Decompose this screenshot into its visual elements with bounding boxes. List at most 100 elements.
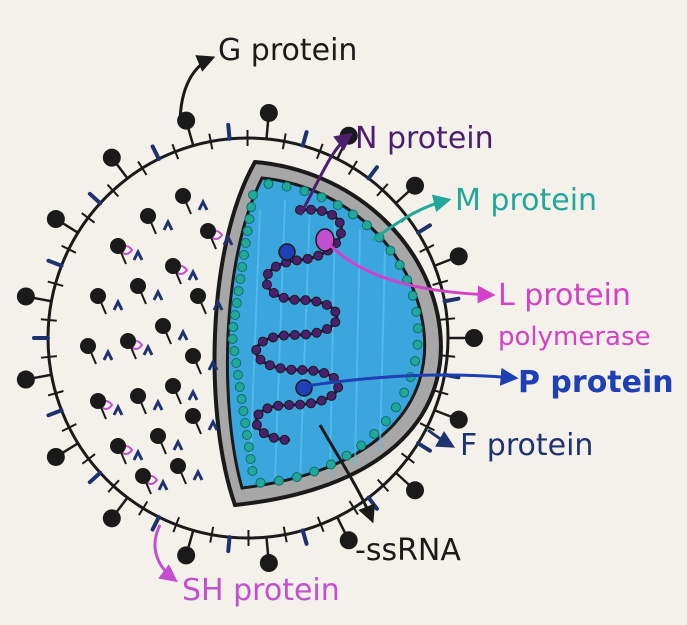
n-protein-bead: [307, 399, 316, 408]
m-protein-dot: [231, 311, 240, 320]
n-protein-bead: [298, 366, 307, 375]
m-protein-dot: [243, 431, 252, 440]
sh-protein-label: SH protein: [182, 573, 340, 608]
g-protein-label: G protein: [218, 33, 357, 68]
g-protein-head: [450, 411, 468, 429]
g-protein-stalk: [188, 530, 193, 547]
m-protein-dot: [282, 182, 291, 191]
f-protein-spike: [303, 530, 307, 543]
g-protein-head: [110, 238, 126, 254]
g-protein-stalk: [63, 443, 78, 452]
m-protein-dot: [412, 307, 421, 316]
g-protein-head: [165, 378, 181, 394]
n-protein-bead: [327, 391, 336, 400]
m-protein-dot: [234, 287, 243, 296]
g-protein-stalk: [396, 473, 409, 485]
g-protein-head: [103, 509, 121, 527]
g-protein-stalk: [34, 298, 52, 301]
f-protein-spike: [445, 299, 459, 302]
g-protein-head: [406, 177, 424, 195]
g-protein-head: [165, 258, 181, 274]
n-protein-bead: [279, 293, 288, 302]
m-protein-dot: [391, 403, 400, 412]
ssrna-label: -ssRNA: [355, 533, 461, 568]
m-protein-dot: [362, 221, 371, 230]
m-protein-dot: [228, 335, 237, 344]
g-protein-head: [185, 408, 201, 424]
n-protein-bead: [254, 410, 263, 419]
m-protein-dot: [238, 263, 247, 272]
m-protein-dot: [256, 478, 265, 487]
n-protein-bead: [258, 337, 267, 346]
m-protein-dot: [413, 340, 422, 349]
m-protein-dot: [381, 417, 390, 426]
p-protein-dot-1: [279, 244, 295, 260]
g-protein-stalk: [266, 537, 268, 555]
m-protein-dot: [241, 239, 250, 248]
n-protein-bead: [331, 307, 340, 316]
g-protein-head: [406, 481, 424, 499]
m-protein-dot: [237, 395, 246, 404]
m-protein-dot: [395, 260, 404, 269]
m-protein-dot: [411, 357, 420, 366]
m-protein-dot: [241, 419, 250, 428]
n-protein-bead: [252, 345, 261, 354]
m-protein-dot: [246, 455, 255, 464]
n-protein-bead: [285, 401, 294, 410]
membrane-tick: [139, 501, 147, 515]
n-protein-bead: [263, 404, 272, 413]
f-protein-spike: [114, 407, 122, 415]
n-protein-bead: [296, 400, 305, 409]
n-protein-bead: [317, 207, 326, 216]
g-protein-head: [175, 188, 191, 204]
m-protein-dot: [370, 429, 379, 438]
n-protein-bead: [312, 328, 321, 337]
g-protein-stalk: [434, 410, 451, 417]
m-protein-dot: [292, 473, 301, 482]
f-protein-spike: [369, 167, 377, 178]
n-protein-bead: [301, 296, 310, 305]
p-protein-dot-2: [296, 380, 312, 396]
m-protein-dot: [249, 191, 258, 200]
n-protein-bead: [265, 361, 274, 370]
m-protein-dot: [230, 347, 239, 356]
n-protein-bead: [269, 333, 278, 342]
n-protein-bead: [303, 254, 312, 263]
n-protein-bead: [290, 331, 299, 340]
n-protein-bead: [314, 251, 323, 260]
f-protein-spike: [199, 202, 207, 210]
f-protein-spike: [209, 422, 217, 430]
n-protein-bead: [274, 401, 283, 410]
g-protein-stalk: [63, 223, 78, 232]
g-protein-stalk: [117, 164, 128, 178]
g-protein-stalk: [34, 375, 52, 378]
m-protein-dot: [247, 203, 256, 212]
f-protein-spike: [164, 222, 172, 230]
p-protein-label: P protein: [518, 365, 674, 400]
f-protein-spike: [159, 482, 167, 490]
m-protein-dot: [264, 179, 273, 188]
m-protein-dot: [413, 324, 422, 333]
f-protein-spike: [144, 347, 152, 355]
membrane-tick: [138, 161, 146, 175]
f-protein-spike: [134, 252, 142, 260]
n-protein-bead: [322, 300, 331, 309]
g-protein-stalk: [396, 191, 409, 203]
n-protein-bead: [276, 364, 285, 373]
m-protein-dot: [300, 187, 309, 196]
surface-glycoproteins: [80, 188, 232, 494]
f-protein-spike: [189, 272, 197, 280]
membrane-tick: [210, 527, 213, 543]
m-protein-dot: [317, 193, 326, 202]
f-protein-spike: [114, 302, 122, 310]
f-protein-spike: [48, 261, 61, 266]
n-protein-bead: [269, 288, 278, 297]
g-protein-head: [110, 438, 126, 454]
m-protein-dot: [236, 275, 245, 284]
f-protein-spike: [154, 292, 162, 300]
m-protein-dot: [400, 388, 409, 397]
g-protein-head: [170, 458, 186, 474]
l-protein-label: L protein: [498, 278, 631, 313]
m-protein-dot: [240, 251, 249, 260]
